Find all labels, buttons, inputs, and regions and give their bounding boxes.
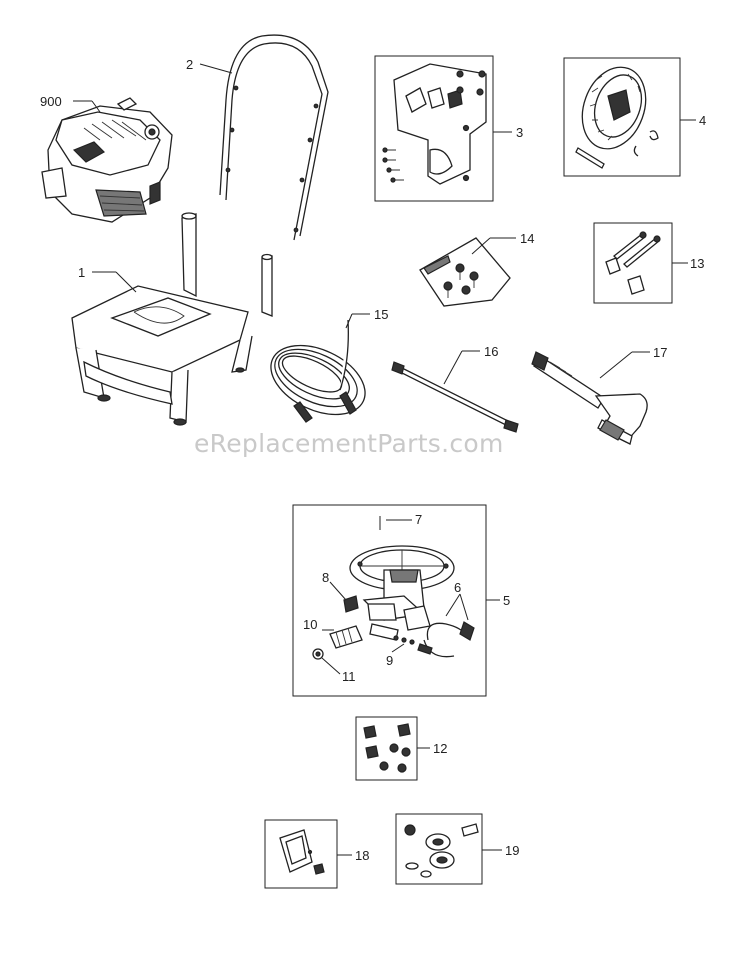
callout-1: 1 [78,265,85,280]
callout-15: 15 [374,307,388,322]
axle-kit-box [395,813,483,885]
callout-12: 12 [433,741,447,756]
bolt-kit-part[interactable] [605,231,661,295]
axle-kit-part[interactable] [404,823,479,878]
watermark-text: eReplacementParts.com [194,429,504,458]
callout-900: 900 [40,94,62,109]
bracket-kit-box [264,819,338,889]
callout-9: 9 [386,653,393,668]
callout-6: 6 [454,580,461,595]
spray-gun-part[interactable] [531,351,648,445]
callout-17: 17 [653,345,667,360]
bracket-kit-part[interactable] [279,829,325,875]
callout-7: 7 [415,512,422,527]
callout-16: 16 [484,344,498,359]
callout-13: 13 [690,256,704,271]
pump-hardware-part[interactable] [363,723,411,773]
callout-2: 2 [186,57,193,72]
wheel-kit-part[interactable] [571,58,659,169]
pump-part-11[interactable] [312,648,324,660]
callout-11: 11 [342,669,356,684]
pump-part-6[interactable] [423,621,475,658]
hose-part[interactable] [260,319,376,428]
hardware-bag-part[interactable] [419,237,511,307]
callout-5: 5 [503,593,510,608]
frame-part[interactable] [71,212,273,426]
panel-kit-box [374,55,494,202]
panel-kit-part[interactable] [382,63,487,185]
callout-3: 3 [516,125,523,140]
callout-14: 14 [520,231,534,246]
callout-19: 19 [505,843,519,858]
pump-part-8[interactable] [343,595,359,613]
lance-part[interactable] [391,361,519,433]
handle-part[interactable] [219,34,329,241]
pump-part-10[interactable] [329,625,363,649]
pump-part[interactable] [349,545,455,641]
pump-part-9[interactable] [393,635,433,655]
wheel-kit-box [563,57,681,177]
engine-part[interactable] [41,97,173,223]
callout-10: 10 [303,617,317,632]
callout-18: 18 [355,848,369,863]
callout-8: 8 [322,570,329,585]
callout-4: 4 [699,113,706,128]
